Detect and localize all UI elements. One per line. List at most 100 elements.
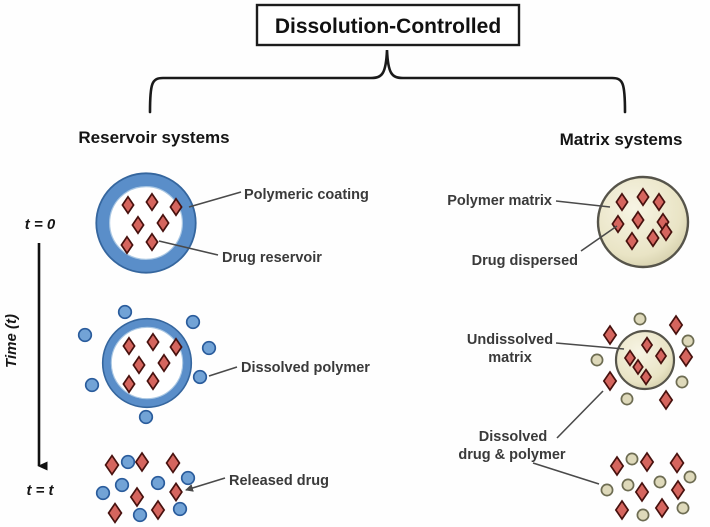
dissolved-polymer-particles	[95, 454, 196, 523]
drug-dispersed-particles	[623, 336, 668, 386]
polymer-dot	[150, 475, 166, 491]
drug-diamond	[640, 336, 654, 354]
drug-diamond	[658, 389, 674, 411]
drug-diamond	[132, 355, 146, 375]
drug-diamond	[104, 454, 120, 476]
ring-outer-edge	[95, 172, 197, 274]
ring-inner-edge	[108, 186, 184, 261]
drug-diamond	[169, 337, 183, 357]
drug-reservoir-particles	[120, 192, 183, 255]
drug-diamond	[122, 336, 136, 356]
polymer-dot	[201, 340, 217, 356]
dissolved-polymer-label: Dissolved polymer	[241, 360, 370, 376]
drug-diamond	[150, 499, 166, 521]
time-axis-label: Time (t)	[3, 314, 20, 368]
released-drug-particles	[104, 451, 183, 524]
drug-diamond	[646, 228, 660, 248]
diagram-title: Dissolution-Controlled	[275, 15, 501, 38]
ring-outer-edge	[101, 317, 193, 409]
polymer-dot	[138, 409, 154, 425]
polymer-dot	[120, 454, 136, 470]
drug-diamond	[121, 195, 135, 215]
drug-diamond	[615, 192, 629, 212]
reservoir-systems-header: Reservoir systems	[78, 128, 229, 147]
matrix-dot	[621, 478, 635, 492]
drug-diamond	[107, 502, 123, 524]
drug-dispersed-label: Drug dispersed	[472, 253, 578, 269]
polymer-dot	[172, 501, 188, 517]
drug-diamond	[146, 332, 160, 352]
undissolved-matrix-pointer	[555, 342, 625, 350]
drug-diamond	[669, 452, 685, 474]
polymer-dot	[192, 369, 208, 385]
branch-bracket	[148, 49, 627, 114]
polymer-dot	[185, 314, 201, 330]
drug-diamond	[659, 222, 673, 242]
reservoir-end-figure	[95, 451, 196, 524]
matrix-dot	[590, 353, 604, 367]
drug-diamond	[636, 187, 650, 207]
matrix-dot	[633, 312, 647, 326]
undissolved-matrix-label-line2: matrix	[488, 350, 532, 366]
matrix-dot	[625, 452, 639, 466]
drug-diamond	[625, 231, 639, 251]
drug-diamond	[652, 192, 666, 212]
title-box	[255, 3, 521, 47]
dissolved-polymer-particles	[77, 304, 217, 425]
matrix-mid-figure	[590, 312, 695, 411]
dissolved-drug-polymer-label-line2: drug & polymer	[458, 447, 566, 463]
drug-diamond	[678, 346, 694, 368]
drug-reservoir-particles	[122, 332, 183, 394]
drug-diamond	[602, 370, 618, 392]
drug-diamond	[120, 235, 134, 255]
dissolving-coating-ring	[103, 319, 191, 407]
drug-diamond	[670, 479, 686, 501]
drug-diamond	[146, 371, 160, 391]
polymer-dot	[84, 377, 100, 393]
matrix-dot	[683, 470, 697, 484]
released-drug-particles	[609, 451, 686, 521]
drug-diamond	[634, 481, 650, 503]
drug-reservoir-pointer	[158, 240, 219, 256]
matrix-dot	[676, 501, 690, 515]
matrix-dot	[675, 375, 689, 389]
drug-reservoir-label: Drug reservoir	[222, 250, 322, 266]
matrix-t0-figure	[596, 175, 690, 269]
polymer-matrix-pointer	[555, 200, 611, 208]
drug-diamond	[145, 232, 159, 252]
drug-diamond	[602, 324, 618, 346]
drug-diamond	[623, 349, 637, 367]
released-drug-particles	[602, 314, 694, 411]
polymer-dot	[132, 507, 148, 523]
dissolved-drug-polymer-pointer-up	[556, 390, 604, 439]
drug-diamond	[156, 213, 170, 233]
undissolved-matrix-circle	[614, 329, 676, 391]
drug-diamond	[631, 210, 645, 230]
time-end-label: t = t	[26, 482, 54, 499]
released-drug-pointer	[185, 477, 226, 492]
drug-diamond	[668, 314, 684, 336]
drug-diamond	[169, 481, 183, 503]
drug-dispersed-pointer	[580, 225, 618, 252]
matrix-dot	[636, 508, 650, 522]
drug-dispersed-particles	[611, 187, 673, 251]
dissolved-drug-polymer-label-line1: Dissolved	[479, 429, 548, 445]
matrix-dot	[600, 483, 614, 497]
time-start-label: t = 0	[25, 216, 56, 233]
drug-diamond	[134, 451, 150, 473]
drug-diamond	[157, 353, 171, 373]
polymer-dot	[77, 327, 93, 343]
polymeric-coating-label: Polymeric coating	[244, 187, 369, 203]
drug-diamond	[614, 499, 630, 521]
polymer-dot	[180, 470, 196, 486]
matrix-end-figure	[600, 451, 697, 522]
drug-diamond	[632, 358, 644, 376]
drug-diamond	[165, 452, 181, 474]
matrix-dot	[681, 334, 695, 348]
matrix-dot	[653, 475, 667, 489]
reservoir-mid-figure	[77, 304, 217, 425]
drug-diamond	[654, 497, 670, 519]
reservoir-t0-figure	[95, 172, 197, 274]
